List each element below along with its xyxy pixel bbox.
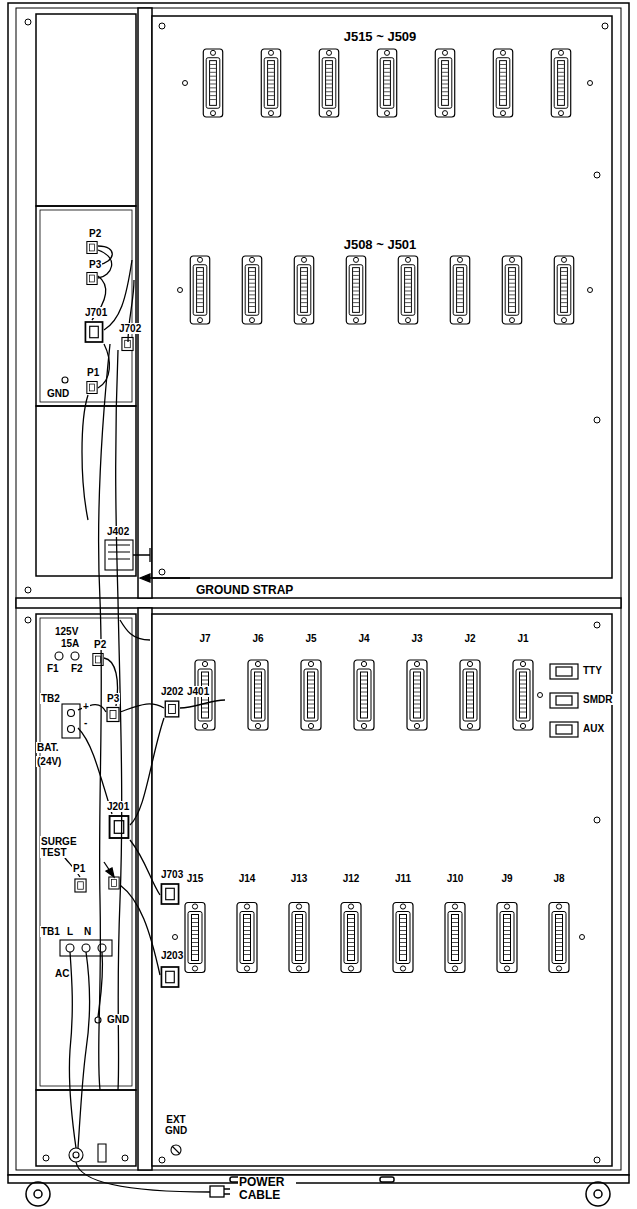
part-label: P2 [88, 228, 102, 239]
part-label: GROUND STRAP [195, 584, 294, 597]
part-label: AUX [582, 723, 605, 734]
cabinet-frame [8, 3, 629, 1206]
part-label: P2 [93, 639, 107, 650]
part-label: J202 [160, 686, 184, 697]
panel-screws [25, 19, 608, 1163]
leader-arrows [104, 574, 190, 877]
part-label: P1 [86, 367, 100, 378]
part-label: J14 [238, 873, 257, 884]
part-label: (24V) [36, 756, 62, 767]
part-label: 125V [54, 626, 79, 637]
part-label: J203 [160, 950, 184, 961]
part-label: GND [106, 1014, 130, 1025]
part-label: J8 [552, 873, 565, 884]
part-label: F1 [46, 663, 60, 674]
part-label: EXT GND [157, 1114, 195, 1136]
part-label: TTY [582, 665, 603, 676]
part-label: P3 [88, 259, 102, 270]
part-label: J703 [160, 869, 184, 880]
part-label: P1 [72, 863, 86, 874]
part-label: J201 [106, 801, 130, 812]
part-label: J11 [394, 873, 412, 884]
part-label: N [83, 926, 92, 937]
part-label: J6 [251, 633, 264, 644]
part-label: J7 [198, 633, 211, 644]
wiring [60, 246, 230, 1197]
part-label: POWER CABLE [238, 1176, 296, 1202]
part-label: P3 [106, 693, 120, 704]
part-label: J12 [342, 873, 361, 884]
part-label: J13 [290, 873, 309, 884]
part-label: J9 [500, 873, 513, 884]
part-label: J702 [118, 323, 142, 334]
part-label: J515 ~ J509 [343, 30, 418, 44]
part-label: F2 [70, 663, 84, 674]
part-label: J2 [463, 633, 476, 644]
part-label: J10 [446, 873, 465, 884]
part-label: J15 [186, 873, 205, 884]
part-label: AC [54, 968, 70, 979]
part-label: SURGE TEST [40, 836, 86, 858]
part-label: - [83, 717, 88, 728]
part-label: TB2 [40, 693, 61, 704]
part-label: J4 [357, 633, 370, 644]
serial-ports [550, 664, 578, 737]
part-label: TB1 [40, 926, 61, 937]
part-label: GND [46, 388, 70, 399]
part-label: + [82, 701, 90, 712]
part-label: J701 [84, 307, 108, 318]
part-label: J3 [410, 633, 423, 644]
part-label: BAT. [36, 742, 59, 753]
part-label: 15A [60, 638, 80, 649]
part-label: SMDR [582, 694, 613, 705]
part-label: J401 [186, 686, 210, 697]
part-label: J1 [516, 633, 529, 644]
part-label: L [66, 926, 74, 937]
part-label: J5 [304, 633, 317, 644]
part-label: J402 [106, 526, 130, 537]
part-label: J508 ~ J501 [343, 238, 418, 252]
connector-row [185, 49, 574, 973]
